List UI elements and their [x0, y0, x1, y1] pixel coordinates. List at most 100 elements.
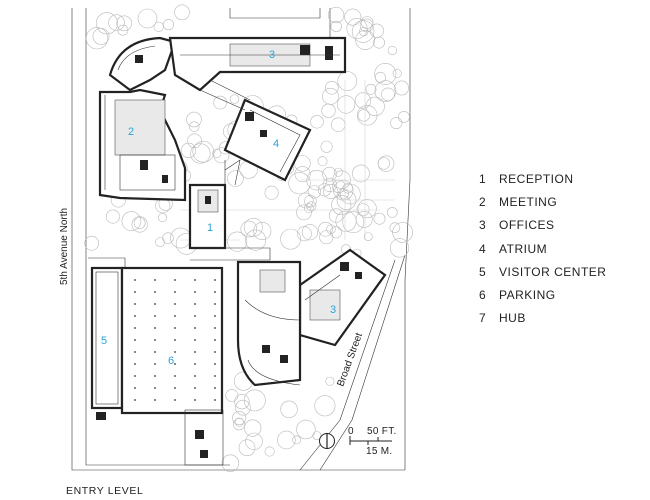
- tree-icon: [301, 224, 319, 241]
- legend-key: 1: [479, 172, 487, 186]
- tree-icon: [84, 235, 99, 251]
- tree-icon: [357, 105, 378, 126]
- building-atrium: [223, 98, 312, 182]
- parking-column: [174, 375, 176, 377]
- plan-number-visitor-center: 5: [101, 335, 107, 347]
- tree-icon: [243, 217, 263, 237]
- tree-icon: [324, 80, 339, 95]
- parking-column: [174, 339, 176, 341]
- parking-column: [134, 387, 136, 389]
- tree-icon: [108, 14, 125, 31]
- tree-icon: [133, 217, 146, 229]
- tree-icon: [174, 4, 190, 21]
- tree-icon: [212, 149, 222, 159]
- level-label: ENTRY LEVEL: [66, 485, 144, 497]
- tree-icon: [155, 237, 165, 247]
- parking-column: [174, 279, 176, 281]
- tree-icon: [322, 87, 339, 105]
- atrium-connector: [199, 79, 251, 111]
- site-boundary: [71, 8, 411, 471]
- plan-number-reception: 1: [207, 222, 213, 234]
- tree-icon: [363, 232, 373, 241]
- tree-icon: [373, 212, 386, 225]
- parking-column: [214, 351, 216, 353]
- tree-icon: [297, 192, 314, 209]
- parking-column: [134, 303, 136, 305]
- tree-icon: [357, 199, 377, 219]
- tree-icon: [187, 133, 202, 149]
- tree-icon: [288, 172, 311, 195]
- building-parking: [120, 266, 224, 466]
- parking-column: [194, 279, 196, 281]
- parking-column: [154, 399, 156, 401]
- tree-icon: [390, 117, 403, 130]
- legend-label: VISITOR CENTER: [499, 264, 607, 279]
- parking-column: [154, 291, 156, 293]
- tree-icon: [325, 376, 335, 386]
- building-reception: [188, 159, 241, 250]
- legend-key: 2: [479, 195, 487, 210]
- parking-column: [154, 387, 156, 389]
- tree-icon: [318, 221, 333, 237]
- tree-icon: [190, 143, 211, 164]
- tree-icon: [280, 228, 302, 250]
- parking-column: [154, 375, 156, 377]
- tree-icon: [322, 166, 337, 182]
- tree-icon: [180, 142, 197, 158]
- parking-column: [214, 303, 216, 305]
- parking-column: [174, 327, 176, 329]
- tree-icon: [369, 23, 384, 38]
- tree-icon: [186, 111, 202, 128]
- tree-icon: [192, 140, 215, 163]
- parking-column: [214, 375, 216, 377]
- legend-key: 5: [479, 264, 487, 279]
- parking-column: [134, 399, 136, 401]
- tree-icon: [365, 83, 377, 95]
- tree-icon: [314, 395, 336, 417]
- building-offices-north: [168, 36, 347, 92]
- tree-icon: [344, 8, 362, 26]
- tree-icon: [229, 94, 240, 104]
- tree-icon: [374, 80, 397, 102]
- tree-icon: [294, 166, 311, 183]
- parking-column: [194, 327, 196, 329]
- tree-icon: [232, 410, 247, 425]
- tree-icon: [374, 71, 386, 83]
- tree-icon: [221, 454, 240, 472]
- tree-icon: [307, 185, 322, 199]
- tree-icon: [365, 96, 385, 116]
- tree-icon: [329, 226, 342, 239]
- parking-column: [154, 315, 156, 317]
- parking-column: [134, 339, 136, 341]
- tree-icon: [357, 109, 370, 122]
- parking-column: [194, 387, 196, 389]
- tree-icon: [323, 184, 339, 200]
- tree-icon: [137, 8, 158, 29]
- legend-label: OFFICES: [499, 218, 555, 233]
- legend-key: 6: [479, 287, 487, 302]
- street-label-5th-avenue: 5th Avenue North: [59, 208, 70, 285]
- tree-icon: [162, 232, 174, 244]
- tree-icon: [116, 15, 132, 32]
- scale-bar: [349, 436, 392, 445]
- parking-column: [154, 339, 156, 341]
- tree-icon: [85, 27, 109, 50]
- curved-connector: [108, 36, 177, 92]
- parking-column: [194, 375, 196, 377]
- tree-icon: [213, 147, 230, 164]
- tree-icon: [245, 432, 263, 451]
- parking-column: [214, 327, 216, 329]
- tree-icon: [240, 220, 258, 238]
- tree-icon: [320, 140, 333, 153]
- tree-icon: [245, 229, 267, 251]
- legend-key: 7: [479, 311, 487, 326]
- parking-column: [214, 279, 216, 281]
- parking-column: [154, 363, 156, 365]
- tree-icon: [352, 164, 370, 183]
- plan-number-offices-south: 3: [330, 304, 336, 316]
